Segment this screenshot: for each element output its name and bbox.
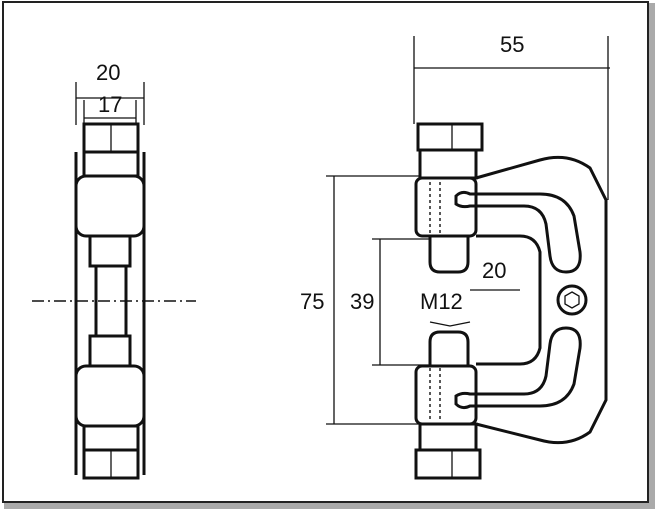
- front-bottom-nut: [414, 448, 482, 480]
- dim-overall-depth: 55: [500, 32, 524, 57]
- upper-bolt-tip: [428, 236, 470, 274]
- hex-socket-ring: [556, 284, 588, 316]
- dim-slot-width: 20: [482, 258, 506, 283]
- dim-overall-width: 20: [96, 60, 120, 85]
- c-frame-outer: [475, 155, 608, 445]
- hex-socket: [564, 291, 580, 309]
- lower-spring-clip: [454, 326, 582, 410]
- dim-overall-height: 75: [300, 289, 324, 314]
- dim-inner-height: 39: [350, 289, 374, 314]
- c-frame-inner: [476, 234, 542, 366]
- front-view: 55 75 39 20 M12: [300, 32, 610, 480]
- dim-inner-width: 17: [98, 92, 122, 117]
- side-view: 20 17: [32, 60, 196, 480]
- upper-spring-clip: [454, 190, 582, 274]
- lower-bolt-tip: [428, 330, 470, 366]
- thread-size-label: M12: [420, 289, 463, 314]
- thread-leader: [429, 321, 471, 327]
